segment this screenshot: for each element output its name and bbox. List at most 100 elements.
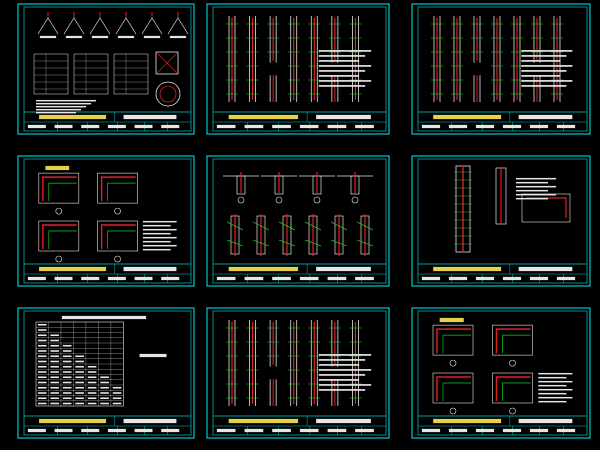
rect-stroke [54, 428, 73, 433]
rect-stroke [155, 51, 179, 75]
rect-stroke [75, 355, 84, 358]
rect-stroke [37, 397, 47, 400]
rect-stroke [316, 418, 371, 424]
rect-stroke [228, 418, 299, 424]
rect-stroke [529, 276, 549, 281]
rect-stroke [54, 276, 73, 281]
rect-stroke [142, 244, 177, 247]
rect-stroke [206, 3, 390, 135]
rect-stroke [355, 276, 374, 281]
rect-stroke [62, 397, 72, 400]
detail-mark [100, 224, 136, 249]
rect-stroke [62, 344, 72, 347]
rect-stroke [433, 266, 502, 272]
rect-stroke [37, 376, 47, 379]
detail-mark [449, 359, 457, 367]
detail-mark [55, 255, 63, 263]
rect-stroke [521, 60, 561, 62]
rect-stroke [65, 35, 83, 39]
rect-stroke [112, 392, 122, 394]
rect-stroke [39, 35, 57, 39]
rect-stroke [518, 114, 573, 120]
rect-stroke [100, 381, 109, 384]
detail-mark [436, 328, 471, 354]
rect-stroke [515, 197, 549, 200]
rect-stroke [216, 276, 236, 281]
rect-stroke [62, 371, 72, 373]
detail-mark [449, 407, 457, 415]
rect-stroke [556, 276, 576, 281]
rect-stroke [62, 365, 72, 368]
rect-stroke [81, 276, 100, 281]
rect-stroke [139, 353, 167, 358]
rect-stroke [113, 53, 149, 95]
rect-stroke [87, 392, 97, 394]
rect-stroke [33, 53, 69, 95]
rect-stroke [492, 324, 533, 356]
rect-stroke [37, 350, 47, 352]
rect-stroke [502, 124, 522, 129]
rect-stroke [318, 55, 366, 57]
rect-stroke [75, 397, 84, 400]
rect-stroke [62, 386, 72, 389]
rect-stroke [433, 114, 502, 120]
rect-stroke [75, 360, 84, 363]
detail-mark [442, 334, 471, 354]
rect-stroke [62, 392, 72, 394]
rect-stroke [97, 220, 138, 252]
rect-stroke [37, 334, 47, 337]
rect-stroke [39, 114, 107, 120]
detail-mark [278, 221, 296, 247]
rect-stroke [515, 177, 557, 180]
rect-stroke [143, 35, 161, 39]
rect-stroke [39, 266, 107, 272]
detail-mark [275, 196, 283, 204]
rect-stroke [411, 155, 591, 287]
rect-stroke [228, 114, 299, 120]
detail-mark [502, 334, 531, 354]
rect-stroke [448, 276, 468, 281]
rect-stroke [433, 418, 502, 424]
rect-stroke [318, 354, 372, 356]
rect-stroke [212, 158, 387, 284]
rect-stroke [432, 372, 474, 404]
rect-stroke [38, 172, 80, 204]
rect-stroke [161, 124, 180, 129]
rect-stroke [87, 371, 97, 373]
drawing-sheet-3 [411, 3, 591, 135]
rect-stroke [161, 276, 180, 281]
rect-stroke [75, 392, 84, 394]
rect-stroke [81, 124, 100, 129]
rect-stroke [421, 428, 441, 433]
rect-stroke [87, 402, 97, 405]
rect-stroke [73, 53, 109, 95]
rect-stroke [134, 428, 153, 433]
rect-stroke [37, 371, 47, 373]
rect-stroke [45, 165, 70, 171]
rect-stroke [529, 124, 549, 129]
rect-stroke [521, 70, 567, 72]
rect-stroke [142, 236, 177, 239]
rect-stroke [62, 350, 72, 352]
rect-stroke [411, 307, 591, 439]
rect-stroke [421, 276, 441, 281]
rect-stroke [117, 35, 135, 39]
detail-mark [526, 197, 567, 218]
rect-stroke [50, 344, 60, 347]
detail-mark [107, 182, 136, 202]
rect-stroke [123, 114, 177, 120]
rect-stroke [515, 189, 549, 192]
rect-stroke [212, 310, 387, 436]
rect-stroke [107, 124, 126, 129]
rect-stroke [134, 276, 153, 281]
rect-stroke [97, 172, 138, 204]
rect-stroke [244, 276, 264, 281]
rect-stroke [206, 307, 390, 439]
rect-stroke [123, 418, 177, 424]
detail-mark [252, 221, 270, 247]
rect-stroke [37, 355, 47, 358]
rect-stroke [299, 276, 319, 281]
rect-stroke [27, 428, 46, 433]
rect-stroke [299, 428, 319, 433]
detail-mark [495, 328, 531, 354]
